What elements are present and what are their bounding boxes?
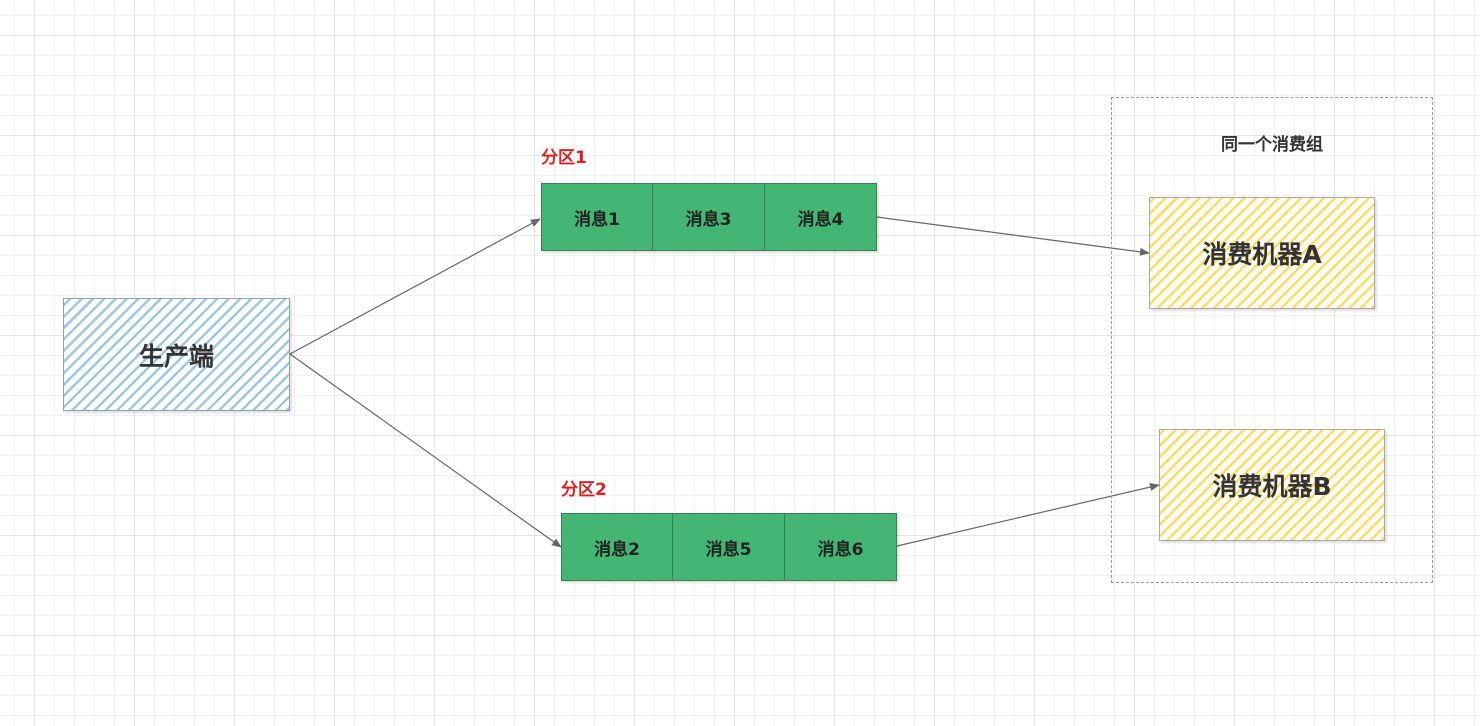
consumer-b-label: 消费机器B [1212,472,1332,501]
partition-1-message-1[interactable]: 消息1 [541,183,653,251]
producer-node[interactable]: 生产端 [63,298,290,411]
arrow-partition-1-to-consumer-a [876,216,1150,256]
partition-2[interactable]: 消息2 消息5 消息6 [561,513,897,581]
arrow-producer-to-partition-1 [289,218,541,355]
producer-label: 生产端 [138,341,214,371]
consumer-group-title: 同一个消费组 [1221,135,1323,155]
partition-1-message-3[interactable]: 消息4 [765,183,877,251]
consumer-group-container[interactable] [1111,97,1433,583]
partition-2-label: 分区2 [561,480,607,500]
consumer-a-node[interactable]: 消费机器A [1149,197,1375,309]
partition-1-label: 分区1 [541,148,587,168]
consumer-a-label: 消费机器A [1202,240,1322,269]
partition-2-message-1[interactable]: 消息2 [561,513,673,581]
arrow-producer-to-partition-2 [289,353,562,548]
partition-2-message-2[interactable]: 消息5 [673,513,785,581]
consumer-b-node[interactable]: 消费机器B [1159,429,1385,541]
partition-2-message-3[interactable]: 消息6 [785,513,897,581]
partition-1[interactable]: 消息1 消息3 消息4 [541,183,877,251]
partition-1-message-2[interactable]: 消息3 [653,183,765,251]
